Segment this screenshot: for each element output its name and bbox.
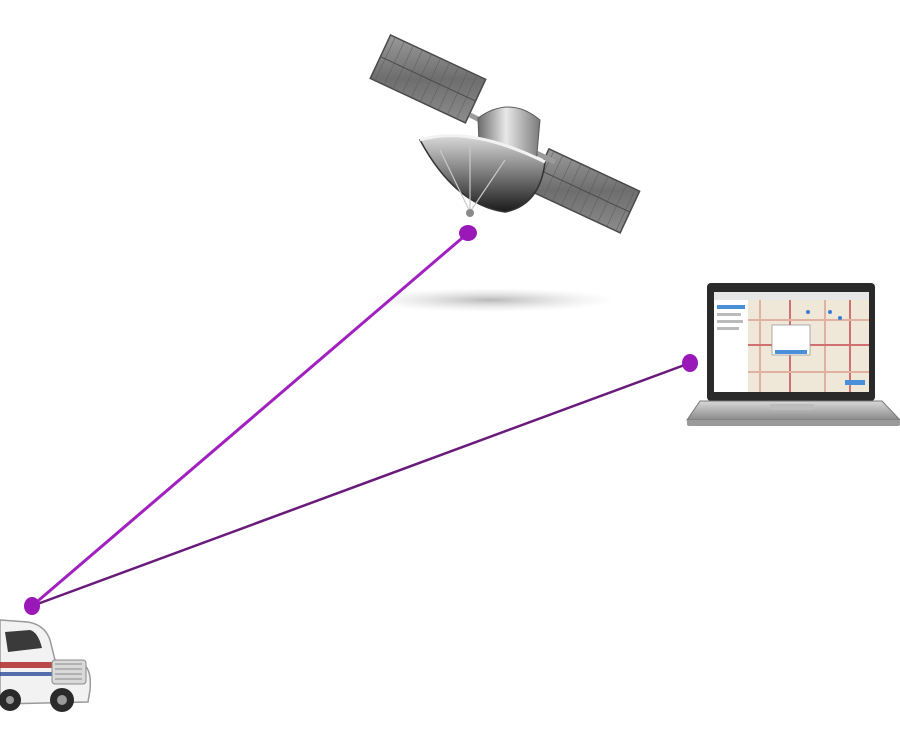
- satellite-endpoint-marker: [459, 225, 477, 241]
- truck-icon: [0, 619, 92, 712]
- laptop-endpoint-marker: [682, 354, 698, 372]
- link-truck-satellite: [31, 231, 469, 608]
- satellite-icon: [369, 33, 641, 234]
- truck-endpoint-marker: [24, 597, 40, 615]
- laptop-icon: [686, 283, 900, 426]
- satellite-shadow: [365, 288, 615, 312]
- link-truck-laptop: [31, 361, 691, 608]
